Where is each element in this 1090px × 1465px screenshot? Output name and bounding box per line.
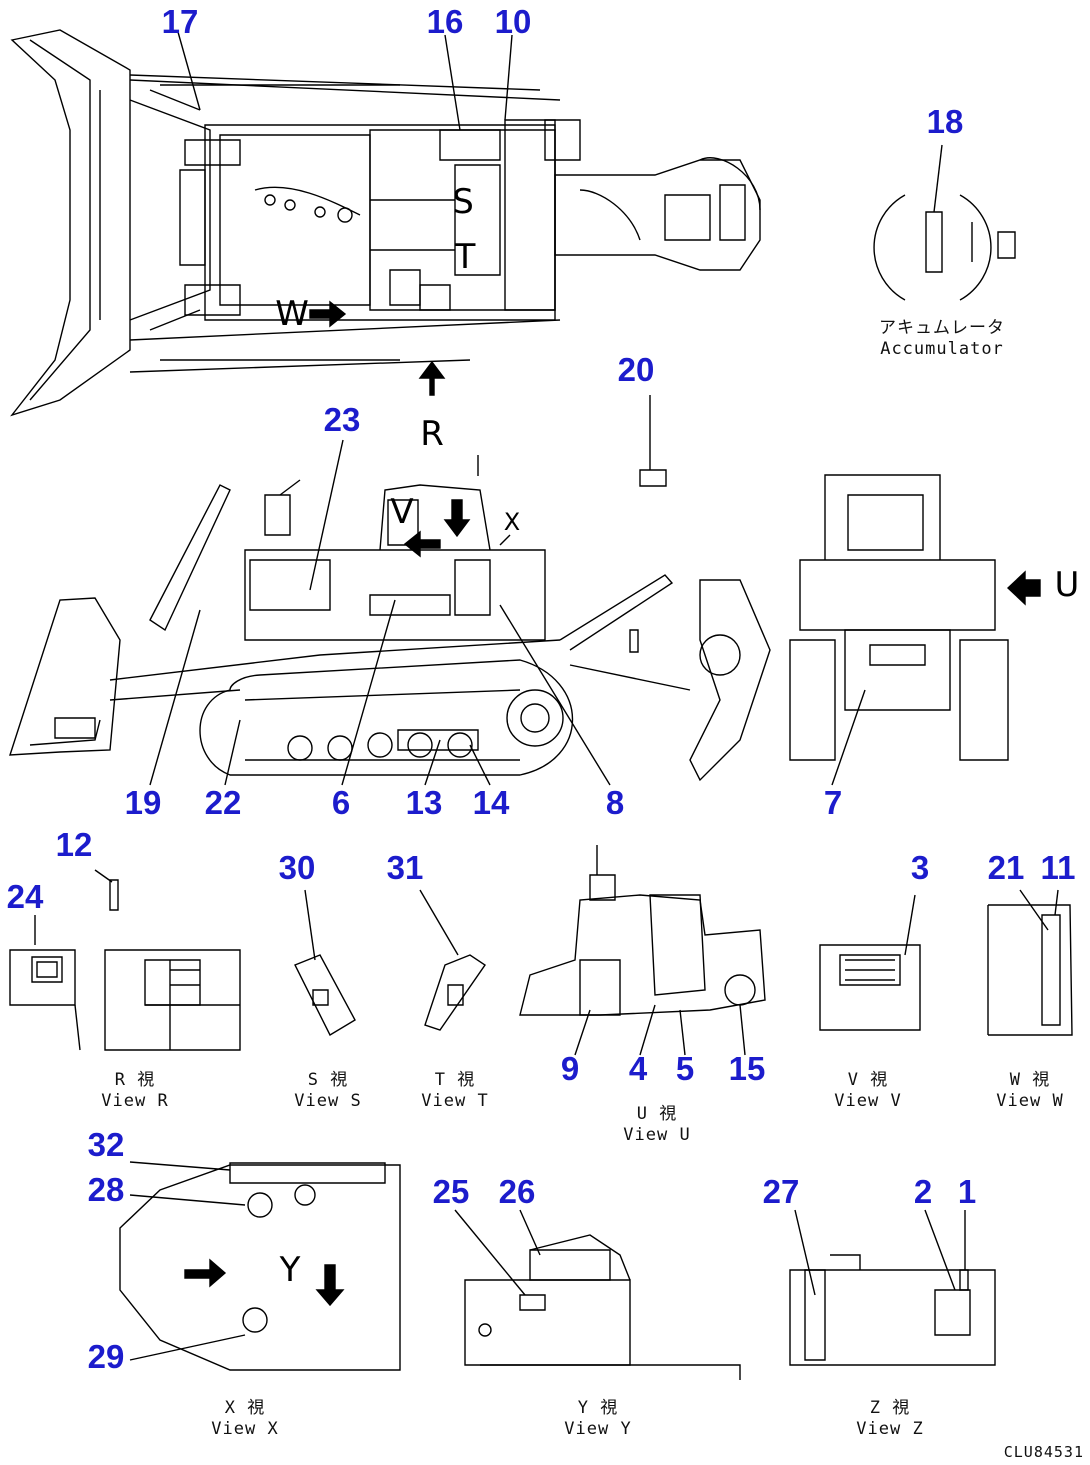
callout-27: 27 — [762, 1173, 800, 1210]
drawing-id: CLU84531 — [1003, 1443, 1084, 1461]
accumulator-label-jp: アキュムレータ — [879, 318, 1005, 338]
callout-24: 24 — [6, 878, 44, 915]
callout-2: 2 — [913, 1173, 933, 1210]
callout-13: 13 — [405, 784, 443, 821]
callout-12: 12 — [55, 826, 93, 863]
view-caption-en: View V — [834, 1091, 902, 1111]
callout-11: 11 — [1040, 849, 1076, 886]
callout-17: 17 — [161, 3, 199, 40]
view-letter-u: U — [1054, 565, 1080, 605]
side-view-machine — [10, 455, 770, 780]
view-letter-x: X — [503, 508, 521, 536]
view-letter-r: R — [420, 414, 444, 454]
view-letter-y: Y — [279, 1250, 301, 1290]
callout-15: 15 — [728, 1050, 766, 1087]
view-caption-t: T 視 View T — [421, 1070, 488, 1112]
callout-5: 5 — [675, 1050, 695, 1087]
view-caption-jp: X 視 — [224, 1398, 266, 1418]
view-caption-en: View Y — [564, 1419, 632, 1439]
view-caption-w: W 視 View W — [996, 1070, 1063, 1112]
callout-26: 26 — [498, 1173, 536, 1210]
view-z-detail — [790, 1210, 995, 1365]
callout-18: 18 — [926, 103, 964, 140]
callout-3: 3 — [910, 849, 930, 886]
view-caption-s: S 視 View S — [294, 1070, 361, 1112]
callout-30: 30 — [278, 849, 316, 886]
accumulator-label: アキュムレータ Accumulator — [879, 318, 1005, 360]
view-t-detail — [420, 890, 485, 1030]
callout-19: 19 — [124, 784, 162, 821]
callout-10: 10 — [494, 3, 532, 40]
view-caption-r: R 視 View R — [101, 1070, 168, 1112]
view-caption-en: View U — [623, 1125, 691, 1145]
view-caption-v: V 視 View V — [834, 1070, 901, 1112]
view-letter-s: S — [452, 182, 474, 222]
callout-22: 22 — [204, 784, 242, 821]
view-caption-en: View R — [101, 1091, 169, 1111]
view-caption-jp: Y 視 — [577, 1398, 619, 1418]
accumulator-label-en: Accumulator — [880, 339, 1004, 359]
callout-28: 28 — [87, 1171, 125, 1208]
view-caption-jp: V 視 — [847, 1070, 889, 1090]
callout-31: 31 — [386, 849, 424, 886]
callout-4: 4 — [628, 1050, 648, 1087]
view-caption-jp: W 視 — [1009, 1070, 1051, 1090]
view-caption-en: View W — [996, 1091, 1064, 1111]
view-r-detail — [10, 870, 240, 1050]
callout-32: 32 — [87, 1126, 125, 1163]
view-caption-u: U 視 View U — [623, 1104, 690, 1146]
callout-6: 6 — [331, 784, 351, 821]
view-y-detail — [455, 1210, 740, 1380]
view-letter-w: W — [275, 294, 309, 334]
view-caption-jp: Z 視 — [869, 1398, 911, 1418]
view-v-detail — [820, 895, 920, 1030]
callout-21: 21 — [987, 849, 1025, 886]
view-w-detail — [988, 890, 1072, 1035]
view-caption-en: View X — [211, 1419, 279, 1439]
view-caption-y: Y 視 View Y — [564, 1398, 631, 1440]
view-caption-jp: U 視 — [636, 1104, 678, 1124]
callout-1: 1 — [957, 1173, 977, 1210]
rear-view-machine — [790, 475, 1040, 760]
view-caption-en: View S — [294, 1091, 362, 1111]
view-s-detail — [295, 890, 355, 1035]
view-caption-jp: S 視 — [307, 1070, 349, 1090]
callout-29: 29 — [87, 1338, 125, 1375]
view-u-detail — [520, 845, 765, 1055]
callout-14: 14 — [472, 784, 510, 821]
view-x-detail — [120, 1162, 400, 1370]
view-letter-v: V — [390, 492, 414, 532]
view-caption-en: View T — [421, 1091, 489, 1111]
view-caption-z: Z 視 View Z — [856, 1398, 923, 1440]
view-caption-jp: R 視 — [114, 1070, 156, 1090]
view-caption-x: X 視 View X — [211, 1398, 278, 1440]
top-view-machine — [12, 30, 760, 415]
callout-23: 23 — [323, 401, 361, 438]
callout-20: 20 — [617, 351, 655, 388]
accumulator-detail — [874, 145, 1015, 300]
callout-25: 25 — [432, 1173, 470, 1210]
callout-7: 7 — [823, 784, 843, 821]
callout-16: 16 — [426, 3, 464, 40]
callout-9: 9 — [560, 1050, 580, 1087]
callout-8: 8 — [605, 784, 625, 821]
view-caption-en: View Z — [856, 1419, 924, 1439]
view-letter-t: T — [454, 237, 476, 277]
view-caption-jp: T 視 — [434, 1070, 476, 1090]
